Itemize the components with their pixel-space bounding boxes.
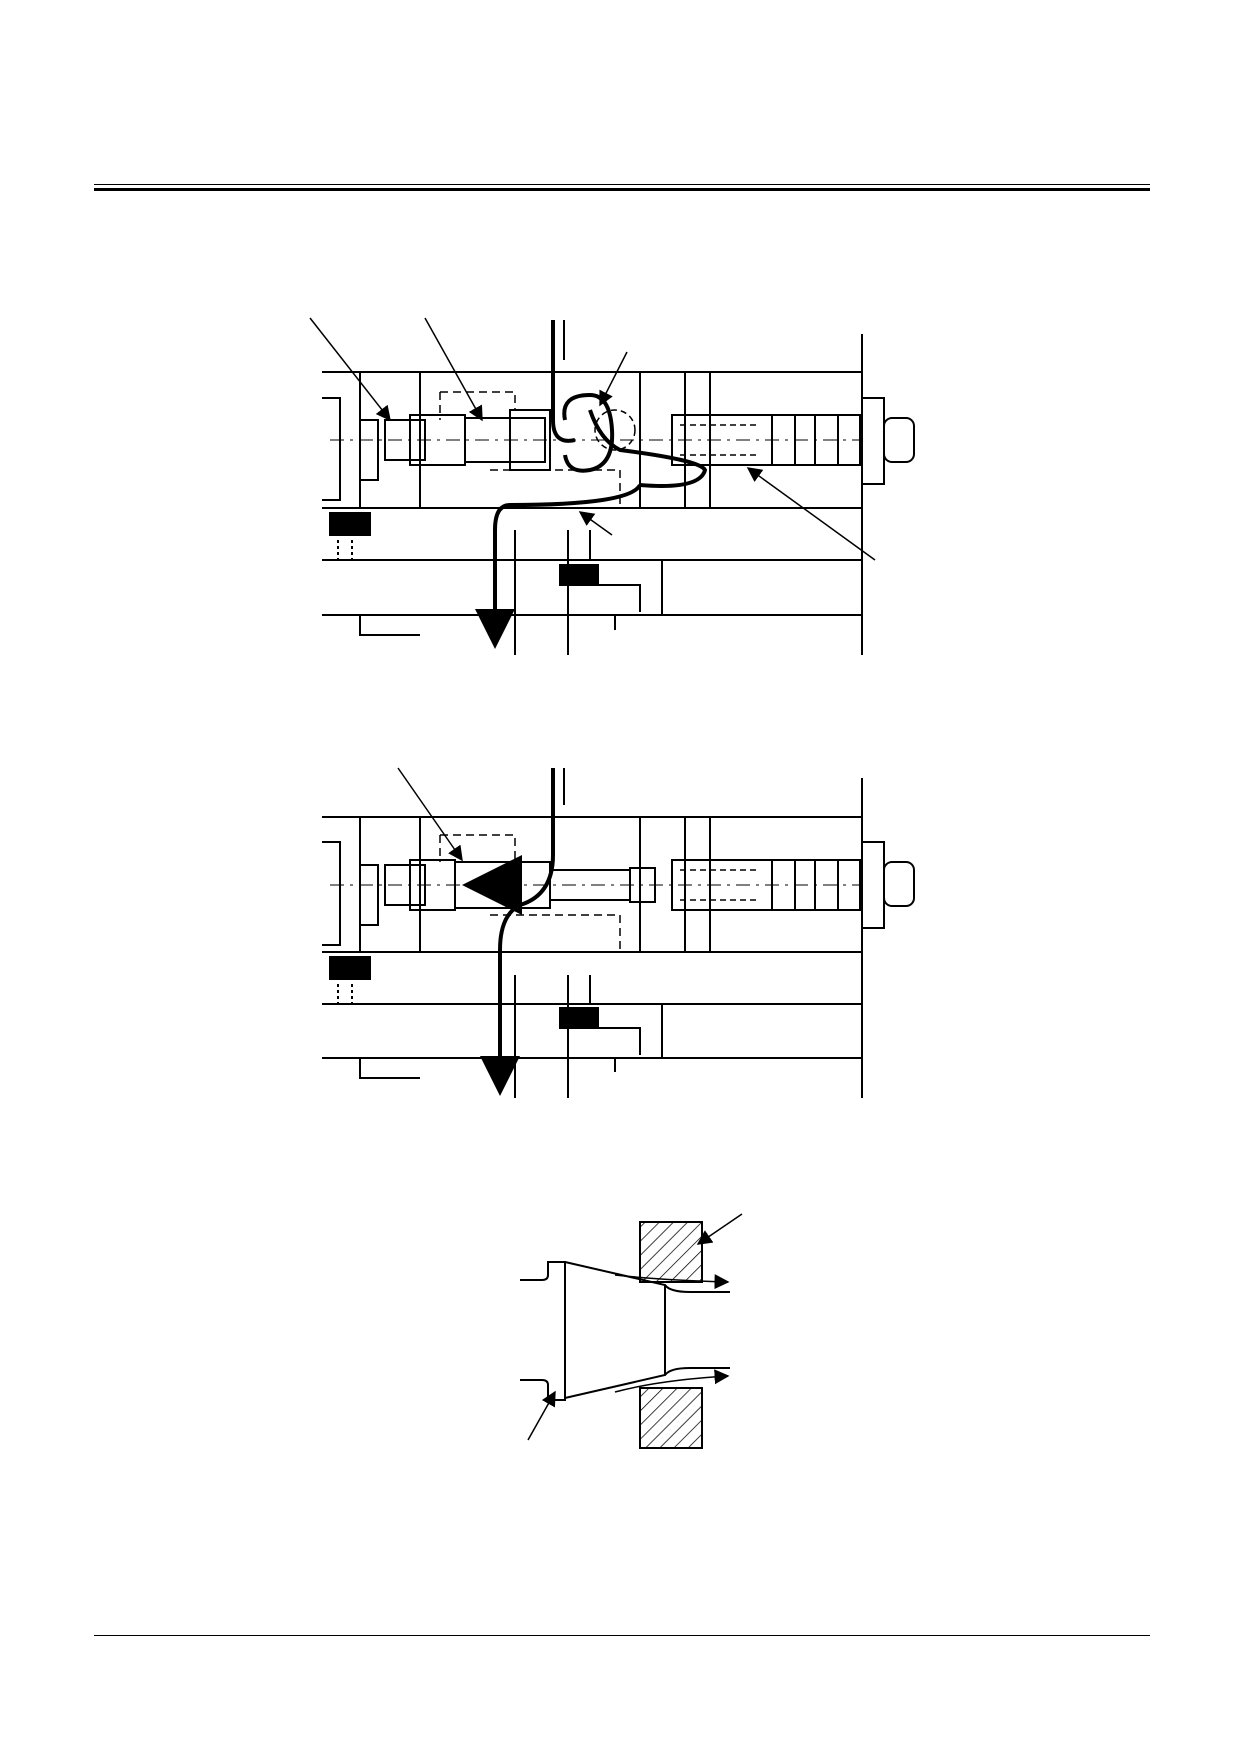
end-bolt bbox=[883, 417, 915, 463]
valve-cross-section-upper bbox=[309, 317, 915, 655]
seal-dots-left bbox=[337, 984, 353, 1004]
bypass-loop bbox=[562, 392, 708, 488]
leader-spool bbox=[527, 1390, 556, 1441]
footer-rule bbox=[94, 1635, 1150, 1636]
inlet-flow-top bbox=[551, 320, 576, 443]
valve-cross-section-lower bbox=[322, 767, 915, 1098]
spring-coils bbox=[680, 424, 760, 456]
bottom-mid-ledge bbox=[568, 614, 616, 630]
end-cap bbox=[861, 841, 885, 929]
orifice-detail bbox=[520, 1213, 743, 1449]
seal-block-left bbox=[329, 512, 371, 536]
leader-3 bbox=[599, 351, 628, 407]
seal-dots-left bbox=[337, 540, 353, 560]
spool-body-upper bbox=[464, 417, 546, 463]
seal-block-left bbox=[329, 956, 371, 980]
stem-top bbox=[664, 1284, 730, 1293]
spool-collar bbox=[629, 867, 656, 903]
leader-4 bbox=[578, 511, 613, 536]
bottom-left-ledge bbox=[359, 1058, 420, 1079]
spring-coils bbox=[680, 869, 760, 901]
header-rule-thick bbox=[94, 188, 1150, 191]
seat-hatch-top bbox=[639, 1221, 703, 1283]
end-cap bbox=[861, 397, 885, 485]
leader-2 bbox=[424, 317, 483, 422]
flow-arrow-bottom bbox=[614, 1369, 730, 1393]
spool-bore-dashed bbox=[439, 391, 516, 420]
stem-bottom bbox=[664, 1367, 730, 1376]
spool-lower-dashed bbox=[490, 469, 621, 505]
end-bolt bbox=[883, 861, 915, 907]
spool-bore-dashed bbox=[439, 834, 516, 862]
spool-lower-dashed bbox=[490, 914, 621, 950]
seal-block-mid bbox=[559, 1007, 599, 1029]
bottom-left-ledge bbox=[359, 615, 420, 636]
spool-profile bbox=[520, 1261, 566, 1401]
flow-arrow-top bbox=[614, 1274, 730, 1290]
header-rule-thin bbox=[94, 184, 1150, 185]
left-housing bbox=[322, 841, 341, 946]
leader-5 bbox=[746, 467, 876, 561]
leader-seat bbox=[696, 1213, 743, 1245]
left-housing bbox=[322, 397, 341, 501]
bottom-mid-ledge bbox=[568, 1057, 616, 1072]
outlet-flow bbox=[475, 483, 642, 649]
seal-block-mid bbox=[559, 564, 599, 586]
leader-1 bbox=[309, 317, 391, 422]
seat-hatch-bottom bbox=[639, 1387, 703, 1449]
spool-taper bbox=[564, 1261, 666, 1399]
ball-check-dashed bbox=[594, 409, 636, 451]
mid-post bbox=[567, 530, 641, 655]
mid-post bbox=[567, 975, 641, 1098]
leader-1 bbox=[397, 767, 463, 862]
